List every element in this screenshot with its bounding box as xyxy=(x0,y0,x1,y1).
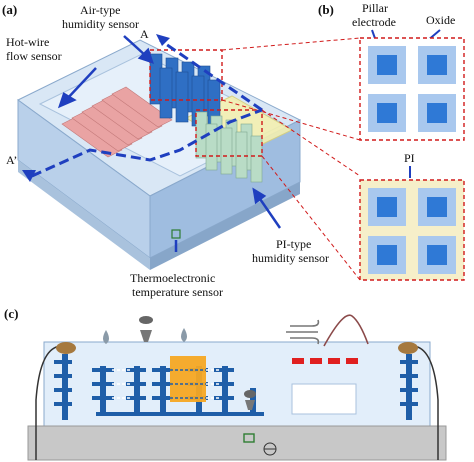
cross-section-substrate xyxy=(27,425,447,461)
section-a-prime-label: A’ xyxy=(6,153,17,167)
section-arrow-a-icon xyxy=(156,34,170,46)
pi-type-label-1: PI-type xyxy=(276,237,311,251)
section-line-a-a-prime-end xyxy=(159,38,263,112)
projection-line xyxy=(221,99,361,141)
pi-type-pillar-array xyxy=(195,111,263,183)
pillar-electrode-label-2: electrode xyxy=(352,15,396,29)
hotwire-label-1: Hot-wire xyxy=(6,35,49,49)
thermo-sensor-mark xyxy=(243,433,255,443)
wind-icon xyxy=(286,319,320,345)
electrode-links xyxy=(112,369,220,399)
panel-a-illustration: (a) Air-type humidity sensor Hot-wire fl… xyxy=(2,2,361,299)
thermo-label-2: temperature sensor xyxy=(132,285,223,299)
panel-a-tag: (a) xyxy=(2,2,17,17)
projection-line xyxy=(221,37,361,51)
pillar-electrode-label-1: Pillar xyxy=(362,1,388,15)
left-bond-pad xyxy=(56,342,76,354)
section-line-a-a-prime xyxy=(31,108,263,178)
panel-c-tag: (c) xyxy=(4,306,18,321)
air-type-label-1: Air-type xyxy=(80,3,120,17)
section-a-label: A xyxy=(140,27,149,41)
pi-block-links xyxy=(170,369,206,399)
thermal-cavity xyxy=(291,383,357,415)
hot-wire-heater xyxy=(61,86,173,158)
chip-base-left xyxy=(18,160,150,270)
air-pillar-grid xyxy=(368,46,456,132)
oxide-label: Oxide xyxy=(426,13,455,27)
thermo-sensor-mark xyxy=(171,229,181,239)
pi-label: PI xyxy=(404,151,415,165)
pi-block xyxy=(170,356,206,402)
water-drop-icon xyxy=(181,328,187,342)
pi-type-label-2: humidity sensor xyxy=(252,251,329,265)
panel-c-cross-section: (c) xyxy=(4,306,447,461)
hotwire-label-2: flow sensor xyxy=(6,49,62,63)
pointer-arrows xyxy=(57,35,282,252)
projection-line xyxy=(261,155,361,281)
moisture-sensor-icon xyxy=(139,316,153,342)
air-type-label-2: humidity sensor xyxy=(62,17,139,31)
temperature-sensor-icon xyxy=(244,390,256,410)
thermo-label-1: Thermoelectronic xyxy=(130,271,215,285)
pi-pillar-grid xyxy=(368,188,456,274)
water-drop-icon xyxy=(103,330,109,344)
section-arrow-a-prime-icon xyxy=(22,170,36,182)
flow-profile-curve xyxy=(323,314,369,347)
panel-b-illustration: (b) Pillar electrode Oxide PI xyxy=(318,1,465,281)
right-bond-pad xyxy=(398,342,418,354)
projection-line xyxy=(261,109,361,177)
focus-box-air xyxy=(149,49,223,101)
heater-segments xyxy=(292,358,358,364)
panel-b-tag: (b) xyxy=(318,2,334,17)
